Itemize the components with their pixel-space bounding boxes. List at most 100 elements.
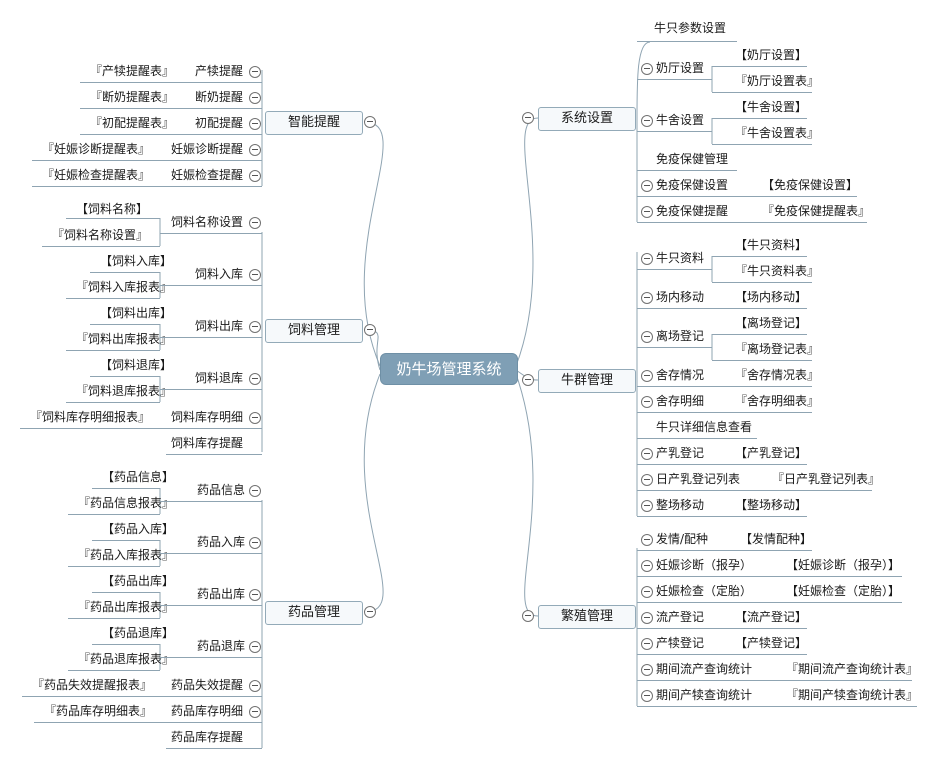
node-barn-a[interactable]: 【牛舍设置】 xyxy=(735,100,808,114)
collapse-icon[interactable] xyxy=(641,500,653,512)
module-herd[interactable]: 牛群管理 xyxy=(538,369,636,393)
node-abort-a[interactable]: 【流产登记】 xyxy=(735,610,808,624)
node-med-stock-remind[interactable]: 药品库存提醒 xyxy=(171,730,244,744)
node-parlor[interactable]: 奶厅设置 xyxy=(656,61,705,75)
collapse-icon[interactable] xyxy=(364,116,376,128)
node-abort-stat[interactable]: 期间流产查询统计 xyxy=(656,662,753,676)
node-move[interactable]: 场内移动 xyxy=(656,290,705,304)
collapse-icon[interactable] xyxy=(641,690,653,702)
module-medicine[interactable]: 药品管理 xyxy=(265,601,363,625)
node-leave[interactable]: 离场登记 xyxy=(656,329,705,343)
collapse-icon[interactable] xyxy=(641,253,653,265)
collapse-icon[interactable] xyxy=(249,118,261,130)
root-node[interactable]: 奶牛场管理系统 xyxy=(380,353,518,385)
node-med-in[interactable]: 药品入库 xyxy=(197,535,246,549)
node-abort[interactable]: 流产登记 xyxy=(656,610,705,624)
collapse-icon[interactable] xyxy=(641,664,653,676)
collapse-icon[interactable] xyxy=(641,474,653,486)
node-feed-name-set[interactable]: 饲料名称设置 xyxy=(171,215,244,229)
node-feed-in-b[interactable]: 『饲料入库报表』 xyxy=(76,280,173,294)
node-preg-check-remind[interactable]: 妊娠检查提醒 xyxy=(171,168,244,182)
node-med-out-a[interactable]: 【药品出库】 xyxy=(102,574,175,588)
collapse-icon[interactable] xyxy=(641,115,653,127)
node-med-out[interactable]: 药品出库 xyxy=(197,587,246,601)
node-feed-ret[interactable]: 饲料退库 xyxy=(195,371,244,385)
node-med-in-a[interactable]: 【药品入库】 xyxy=(102,522,175,536)
node-immune-set[interactable]: 免疫保健设置 xyxy=(656,178,729,192)
node-calving-remind[interactable]: 产犊提醒 xyxy=(195,64,244,78)
node-first-mate[interactable]: 初配提醒 xyxy=(195,116,244,130)
node-cattle-info-b[interactable]: 『牛只资料表』 xyxy=(735,264,820,278)
collapse-icon[interactable] xyxy=(249,217,261,229)
node-stock-a[interactable]: 『舍存情况表』 xyxy=(735,368,820,382)
node-feed-ret-b[interactable]: 『饲料退库报表』 xyxy=(76,384,173,398)
node-stock-detail-a[interactable]: 『舍存明细表』 xyxy=(735,394,820,408)
node-calving[interactable]: 产犊登记 xyxy=(656,636,705,650)
node-wean[interactable]: 断奶提醒 xyxy=(195,90,244,104)
collapse-icon[interactable] xyxy=(522,112,534,124)
node-cattle-params[interactable]: 牛只参数设置 xyxy=(654,21,727,35)
module-breeding[interactable]: 繁殖管理 xyxy=(538,605,636,629)
node-feed-name-a[interactable]: 【饲料名称】 xyxy=(76,202,149,216)
collapse-icon[interactable] xyxy=(249,170,261,182)
node-feed-stock-remind[interactable]: 饲料库存提醒 xyxy=(171,436,244,450)
collapse-icon[interactable] xyxy=(641,180,653,192)
node-feed-out-b[interactable]: 『饲料出库报表』 xyxy=(76,332,173,346)
collapse-icon[interactable] xyxy=(641,638,653,650)
node-barn-b[interactable]: 『牛舍设置表』 xyxy=(735,126,820,140)
node-abort-stat-a[interactable]: 『期间流产查询统计表』 xyxy=(786,662,919,676)
node-med-in-b[interactable]: 『药品入库报表』 xyxy=(78,548,175,562)
collapse-icon[interactable] xyxy=(522,374,534,386)
node-immune-mgmt[interactable]: 免疫保健管理 xyxy=(656,152,729,166)
node-leave-b[interactable]: 『离场登记表』 xyxy=(735,342,820,356)
module-reminder[interactable]: 智能提醒 xyxy=(265,111,363,135)
node-parlor-a[interactable]: 【奶厅设置】 xyxy=(735,48,808,62)
collapse-icon[interactable] xyxy=(249,537,261,549)
node-feed-out[interactable]: 饲料出库 xyxy=(195,319,244,333)
node-med-expire-a[interactable]: 『药品失效提醒报表』 xyxy=(32,678,153,692)
collapse-icon[interactable] xyxy=(641,206,653,218)
node-feed-stock-detail-a[interactable]: 『饲料库存明细报表』 xyxy=(30,410,151,424)
node-feed-name-b[interactable]: 『饲料名称设置』 xyxy=(52,228,149,242)
collapse-icon[interactable] xyxy=(249,66,261,78)
node-parlor-b[interactable]: 『奶厅设置表』 xyxy=(735,74,820,88)
collapse-icon[interactable] xyxy=(249,680,261,692)
node-wean-a[interactable]: 『断奶提醒表』 xyxy=(90,90,175,104)
node-estrus[interactable]: 发情/配种 xyxy=(656,532,709,546)
node-calving-a[interactable]: 【产犊登记】 xyxy=(735,636,808,650)
node-first-mate-a[interactable]: 『初配提醒表』 xyxy=(90,116,175,130)
node-cattle-info-a[interactable]: 【牛只资料】 xyxy=(735,238,808,252)
node-immune-set-a[interactable]: 【免疫保健设置】 xyxy=(762,178,859,192)
node-cattle-info[interactable]: 牛只资料 xyxy=(656,251,705,265)
collapse-icon[interactable] xyxy=(522,610,534,622)
node-group-move[interactable]: 整场移动 xyxy=(656,498,705,512)
node-move-a[interactable]: 【场内移动】 xyxy=(735,290,808,304)
collapse-icon[interactable] xyxy=(641,586,653,598)
collapse-icon[interactable] xyxy=(249,321,261,333)
collapse-icon[interactable] xyxy=(249,144,261,156)
node-med-expire[interactable]: 药品失效提醒 xyxy=(171,678,244,692)
collapse-icon[interactable] xyxy=(641,448,653,460)
collapse-icon[interactable] xyxy=(364,606,376,618)
node-feed-in-a[interactable]: 【饲料入库】 xyxy=(100,254,173,268)
node-preg-report-a[interactable]: 【妊娠诊断（报孕）】 xyxy=(786,558,901,572)
collapse-icon[interactable] xyxy=(364,324,376,336)
node-med-stock-detail-a[interactable]: 『药品库存明细表』 xyxy=(44,704,153,718)
collapse-icon[interactable] xyxy=(249,373,261,385)
collapse-icon[interactable] xyxy=(641,370,653,382)
collapse-icon[interactable] xyxy=(249,641,261,653)
node-barn[interactable]: 牛舍设置 xyxy=(656,113,705,127)
node-calving-stat-a[interactable]: 『期间产犊查询统计表』 xyxy=(786,688,919,702)
node-immune-remind-a[interactable]: 『免疫保健提醒表』 xyxy=(762,204,871,218)
collapse-icon[interactable] xyxy=(249,706,261,718)
node-preg-check-remind-a[interactable]: 『妊娠检查提醒表』 xyxy=(42,168,151,182)
collapse-icon[interactable] xyxy=(249,92,261,104)
node-med-info-a[interactable]: 【药品信息】 xyxy=(102,470,175,484)
collapse-icon[interactable] xyxy=(641,612,653,624)
node-stock-detail[interactable]: 舍存明细 xyxy=(656,394,705,408)
node-med-ret-b[interactable]: 『药品退库报表』 xyxy=(78,652,175,666)
node-med-ret[interactable]: 药品退库 xyxy=(197,639,246,653)
node-med-info-b[interactable]: 『药品信息报表』 xyxy=(78,496,175,510)
node-detail-view[interactable]: 牛只详细信息查看 xyxy=(656,420,753,434)
node-med-stock-detail[interactable]: 药品库存明细 xyxy=(171,704,244,718)
